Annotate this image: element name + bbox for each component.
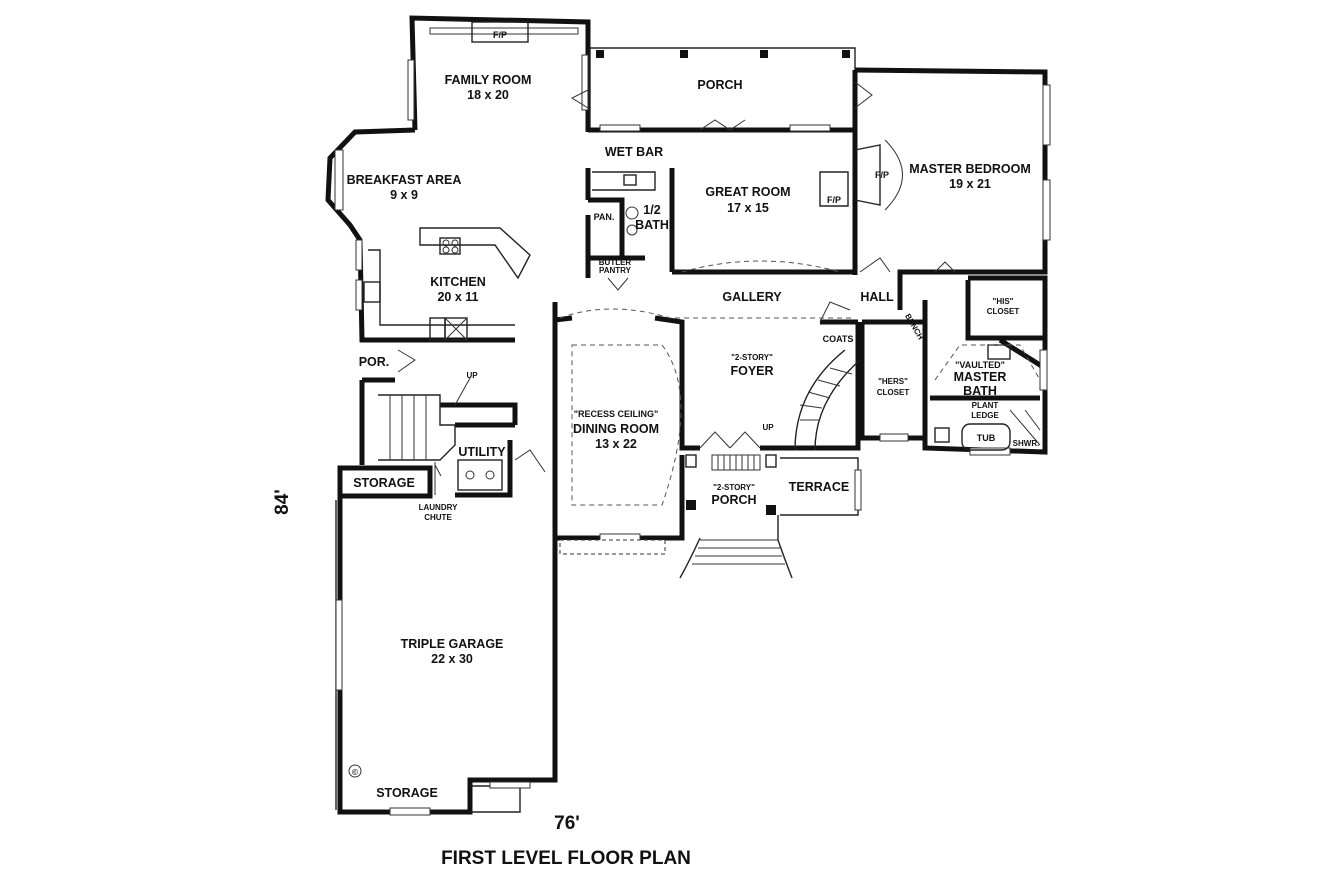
half-bath-name: BATH bbox=[635, 218, 669, 232]
breakfast-area-size: 9 x 9 bbox=[390, 188, 418, 202]
butler-pantry-line1: BUTLER bbox=[599, 258, 632, 267]
plan-annotations: © 84' 76' FIRST LEVEL FLOOR PLAN bbox=[272, 489, 691, 869]
dining-room-size: 13 x 22 bbox=[595, 437, 637, 451]
kitchen-fixtures bbox=[363, 227, 531, 341]
depth-dimension: 84' bbox=[272, 489, 293, 515]
utility-label: UTILITY bbox=[458, 445, 506, 459]
ceiling-outlines bbox=[559, 260, 855, 506]
kitchen-name: KITCHEN bbox=[430, 275, 486, 289]
terrace-label: TERRACE bbox=[789, 480, 849, 494]
stairs bbox=[378, 349, 861, 579]
shower-label: SHWR. bbox=[1013, 439, 1040, 448]
half-bath-fraction: 1/2 bbox=[643, 203, 660, 217]
his-closet-line2: CLOSET bbox=[987, 307, 1020, 316]
wet-bar-label: WET BAR bbox=[605, 145, 663, 159]
hall-label: HALL bbox=[860, 290, 894, 304]
stair-up-rear-label: UP bbox=[466, 371, 478, 380]
pantry-label: PAN. bbox=[594, 212, 615, 222]
foyer-name: FOYER bbox=[730, 364, 773, 378]
por-label: POR. bbox=[359, 355, 390, 369]
front-porch-name: PORCH bbox=[711, 493, 756, 507]
family-room-name: FAMILY ROOM bbox=[445, 73, 532, 87]
master-bath-line1: MASTER bbox=[954, 370, 1007, 384]
butler-pantry-line2: PANTRY bbox=[599, 266, 632, 275]
foyer-note: "2-STORY" bbox=[731, 353, 773, 362]
his-closet-line1: "HIS" bbox=[993, 297, 1014, 306]
plan-title: FIRST LEVEL FLOOR PLAN bbox=[441, 848, 691, 869]
windows bbox=[334, 27, 1051, 816]
front-porch-note: "2-STORY" bbox=[713, 483, 755, 492]
garage-name: TRIPLE GARAGE bbox=[401, 637, 504, 651]
room-labels: F/P FAMILY ROOM 18 x 20 PORCH WET BAR BR… bbox=[347, 30, 1040, 800]
master-bedroom-name: MASTER BEDROOM bbox=[909, 162, 1031, 176]
master-bath-note: "VAULTED" bbox=[955, 360, 1005, 370]
dining-room-name: DINING ROOM bbox=[573, 422, 659, 436]
hers-closet-line1: "HERS" bbox=[878, 377, 908, 386]
kitchen-size: 20 x 11 bbox=[437, 290, 478, 304]
terrace-railing bbox=[780, 457, 862, 516]
master-bath-line2: BATH bbox=[963, 384, 997, 398]
width-dimension: 76' bbox=[554, 813, 580, 834]
storage-upper-label: STORAGE bbox=[353, 476, 415, 490]
master-fireplace-label: F/P bbox=[875, 170, 889, 180]
coats-label: COATS bbox=[823, 334, 854, 344]
garage-size: 22 x 30 bbox=[431, 652, 473, 666]
plant-ledge-line1: PLANT bbox=[972, 401, 999, 410]
great-room-name: GREAT ROOM bbox=[705, 185, 790, 199]
tub-label: TUB bbox=[977, 433, 996, 443]
great-fireplace-label: F/P bbox=[827, 195, 841, 205]
gallery-label: GALLERY bbox=[722, 290, 782, 304]
fireplaces bbox=[471, 21, 903, 211]
family-room-size: 18 x 20 bbox=[467, 88, 509, 102]
hers-closet-line2: CLOSET bbox=[877, 388, 910, 397]
master-bedroom-size: 19 x 21 bbox=[949, 177, 991, 191]
porch-columns bbox=[596, 50, 850, 515]
storage-lower-label: STORAGE bbox=[376, 786, 438, 800]
stair-up-foyer-label: UP bbox=[762, 423, 774, 432]
copyright-symbol-ring bbox=[348, 764, 362, 778]
family-fireplace-label: F/P bbox=[493, 30, 507, 40]
laundry-chute-line1: LAUNDRY bbox=[419, 503, 458, 512]
doors bbox=[397, 81, 956, 473]
garage-details bbox=[434, 459, 503, 495]
copyright-mark: © bbox=[352, 768, 358, 777]
bench-label: BENCH bbox=[903, 312, 925, 341]
plant-ledge-line2: LEDGE bbox=[971, 411, 999, 420]
walls bbox=[325, 15, 1048, 815]
bath-fixtures bbox=[592, 171, 1041, 451]
breakfast-area-name: BREAKFAST AREA bbox=[347, 173, 462, 187]
dining-room-note: "RECESS CEILING" bbox=[574, 409, 659, 419]
great-room-size: 17 x 15 bbox=[727, 201, 769, 215]
laundry-chute-line2: CHUTE bbox=[424, 513, 452, 522]
porch-label: PORCH bbox=[697, 78, 742, 92]
